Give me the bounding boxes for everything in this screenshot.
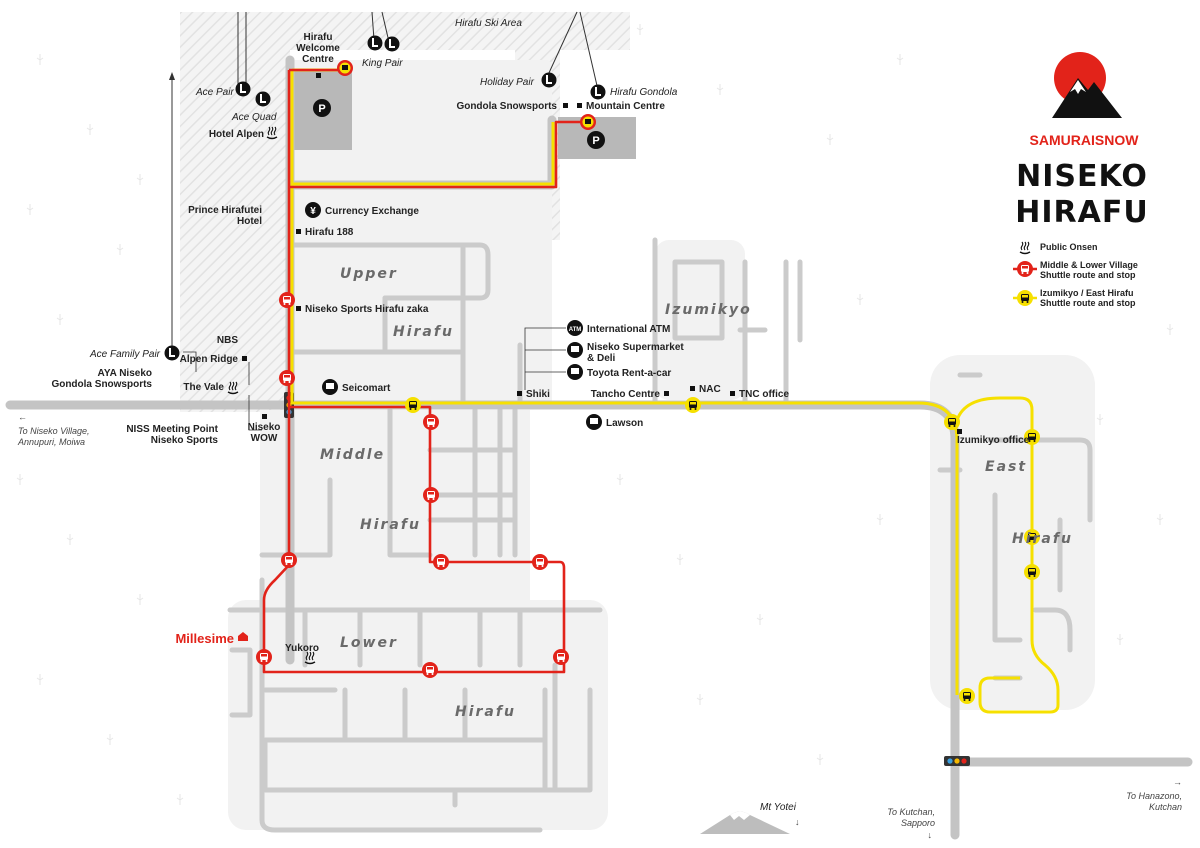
label-millesime: Millesime [175,631,234,646]
poi-markers [242,73,962,434]
label-toyota: Toyota Rent-a-car [587,368,671,379]
label-niss-2: Niseko Sports [151,435,219,446]
area-upper: Upper [340,266,398,282]
label-lawson: Lawson [606,418,643,429]
label-supermarket-1: Niseko Supermarket [587,342,684,353]
label-izumikyo-office: Izumikyo office [957,435,1030,446]
label-currency-exchange: Currency Exchange [325,206,419,217]
label-ace-pair: Ace Pair [195,87,234,98]
legend-red-2: Shuttle route and stop [1040,270,1136,280]
legend-yellow-icon [1017,290,1033,306]
arrow-up-icon [169,72,175,80]
bus-stops-redyellow[interactable] [337,60,596,130]
svg-text:¥: ¥ [310,206,316,217]
label-seicomart: Seicomart [342,383,391,394]
streets [227,237,1093,833]
legend-yellow-1: Izumikyo / East Hirafu [1040,288,1134,298]
poi-leader-lines [183,327,566,431]
svg-text:P: P [318,103,325,115]
label-niss-1: NISS Meeting Point [126,424,218,435]
label-prince-2: Hotel [237,216,262,227]
traffic-light-east [944,756,970,766]
legend-red-1: Middle & Lower Village [1040,260,1138,270]
dir-west-1: To Niseko Village, [18,426,90,436]
label-ace-family-pair: Ace Family Pair [89,349,161,360]
dir-arrow-west: ← [18,412,27,422]
area-east: East [985,459,1027,475]
label-tancho: Tancho Centre [591,389,661,400]
ski-area-label: Hirafu Ski Area [455,18,522,29]
dir-south-2: Sapporo [901,818,935,828]
area-lower-hirafu: Hirafu [455,704,516,720]
legend-yellow-2: Shuttle route and stop [1040,298,1136,308]
label-shiki: Shiki [526,389,550,400]
ski-area-west [180,12,290,412]
label-holiday-pair: Holiday Pair [480,77,535,88]
label-ace-quad: Ace Quad [231,112,277,123]
label-tnc: TNC office [739,389,789,400]
label-supermarket-2: & Deli [587,353,616,364]
label-niseko-wow-2: WOW [251,433,278,444]
legend: Public Onsen Middle & Lower Village Shut… [1013,241,1138,308]
svg-text:P: P [592,135,599,147]
area-lower: Lower [340,635,398,651]
red-shuttle-route [262,68,588,674]
area-middle: Middle [320,447,385,463]
dir-east-1: To Hanazono, [1126,791,1182,801]
area-izumikyo: Izumikyo [665,302,752,318]
label-king-pair: King Pair [362,58,403,69]
legend-onsen-icon [1019,241,1031,255]
poi-icons: ¥ ATM [238,202,602,641]
area-upper-hirafu: Hirafu [393,324,454,340]
parking-icon: P P [313,99,605,149]
label-nac: NAC [699,384,721,395]
title-hirafu: HIRAFU [1015,195,1148,230]
label-international-atm: International ATM [587,324,670,335]
label-mt-yotei: Mt Yotei [760,802,797,813]
label-nbs: NBS [217,335,238,346]
dir-arrow-south: ↓ [928,830,933,840]
mountain-snow [730,811,750,820]
svg-text:ATM: ATM [569,327,582,333]
label-niseko-sports-zaka: Niseko Sports Hirafu zaka [305,304,429,315]
samurai-snow-logo: SAMURAISNOW [1030,52,1140,148]
label-gondola-snowsports: Gondola Snowsports [456,101,557,112]
mountain-icon [700,811,790,834]
dir-west-2: Annupuri, Moiwa [17,437,85,447]
label-aya-1: AYA Niseko [98,368,152,379]
label-aya-2: Gondola Snowsports [51,379,152,390]
area-middle-hirafu: Hirafu [360,517,421,533]
label-mountain-centre: Mountain Centre [586,101,665,112]
dir-arrow-yotei: ↓ [795,817,800,827]
label-hotel-alpen: Hotel Alpen [209,129,264,140]
dir-south-1: To Kutchan, [887,807,935,817]
title-niseko: NISEKO [1016,159,1148,194]
dir-east-2: Kutchan [1149,802,1182,812]
label-hirafu-gondola: Hirafu Gondola [610,87,678,98]
brand-name: SAMURAISNOW [1030,132,1140,148]
label-alpen-ridge: Alpen Ridge [180,354,239,365]
label-hirafu-188: Hirafu 188 [305,227,354,238]
lift-lines [171,11,599,350]
label-the-vale: The Vale [183,382,224,393]
area-east-hirafu: Hirafu [1012,531,1073,547]
dir-arrow-east: → [1173,777,1182,787]
legend-onsen: Public Onsen [1040,242,1098,252]
label-welcome-3: Centre [302,54,334,65]
legend-red-icon [1017,261,1033,277]
label-yukoro: Yukoro [285,643,319,654]
label-niseko-wow-1: Niseko [248,422,281,433]
label-welcome-1: Hirafu [304,32,333,43]
label-welcome-2: Welcome [296,43,340,54]
label-prince-1: Prince Hirafutei [188,205,262,216]
